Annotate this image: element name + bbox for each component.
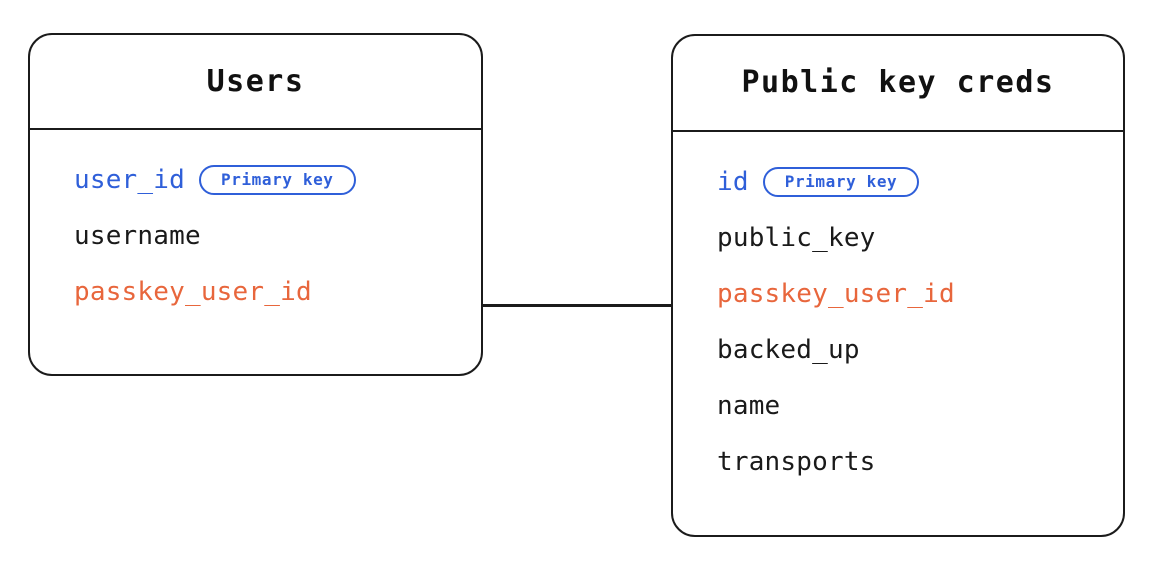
primary-key-badge-label: Primary key: [220, 170, 334, 189]
field-row-username[interactable]: username: [74, 208, 461, 264]
entity-public-key-creds[interactable]: Public key creds id Primary key public_k…: [671, 34, 1125, 537]
relationship-connector-users-to-public-key-creds: [481, 304, 673, 307]
field-row-passkey-user-id[interactable]: passkey_user_id: [74, 264, 461, 320]
field-name-id: id: [717, 167, 749, 197]
entity-public-key-creds-title: Public key creds: [741, 65, 1055, 100]
primary-key-badge: Primary key: [762, 167, 920, 197]
entity-users-header: Users: [30, 35, 481, 130]
field-name-user-id: user_id: [74, 165, 185, 195]
entity-public-key-creds-field-list: id Primary key public_key passkey_user_i…: [673, 132, 1123, 535]
field-row-id[interactable]: id Primary key: [717, 154, 1103, 210]
field-name-passkey-user-id: passkey_user_id: [717, 279, 955, 309]
field-row-passkey-user-id[interactable]: passkey_user_id: [717, 266, 1103, 322]
primary-key-badge: Primary key: [198, 165, 356, 195]
field-name-backed-up: backed_up: [717, 335, 860, 365]
field-row-transports[interactable]: transports: [717, 434, 1103, 490]
primary-key-badge-label: Primary key: [784, 172, 898, 191]
field-row-backed-up[interactable]: backed_up: [717, 322, 1103, 378]
field-row-user-id[interactable]: user_id Primary key: [74, 152, 461, 208]
entity-users[interactable]: Users user_id Primary key username passk…: [28, 33, 483, 376]
field-row-public-key[interactable]: public_key: [717, 210, 1103, 266]
field-name-public-key: public_key: [717, 223, 876, 253]
field-name-username: username: [74, 221, 201, 251]
entity-users-title: Users: [206, 63, 305, 99]
entity-public-key-creds-header: Public key creds: [673, 36, 1123, 132]
field-name-passkey-user-id: passkey_user_id: [74, 277, 312, 307]
field-name-transports: transports: [717, 447, 876, 477]
field-name-name: name: [717, 391, 781, 421]
entity-users-field-list: user_id Primary key username passkey_use…: [30, 130, 481, 374]
field-row-name[interactable]: name: [717, 378, 1103, 434]
